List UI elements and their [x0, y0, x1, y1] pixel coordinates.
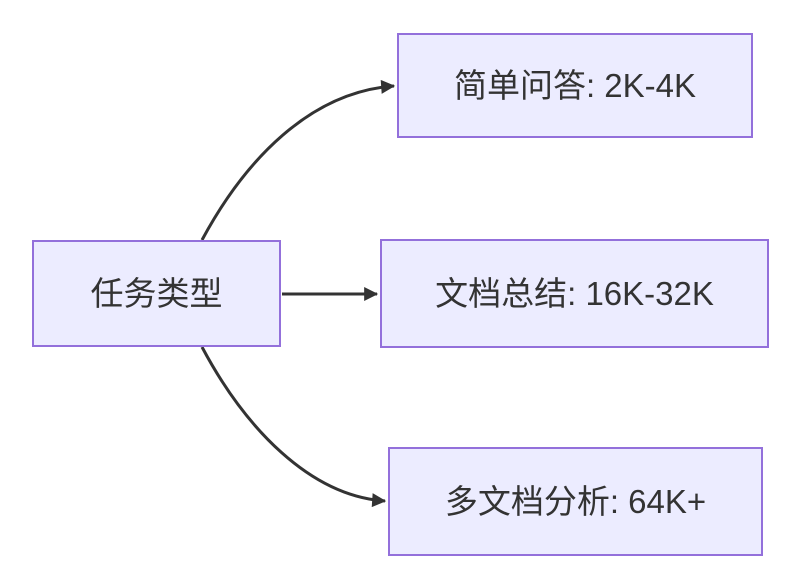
node-task-type-label: 任务类型: [90, 274, 223, 312]
node-task-type: 任务类型: [32, 240, 281, 347]
node-multi-doc-analysis-label: 多文档分析: 64K+: [444, 482, 707, 520]
node-doc-summary: 文档总结: 16K-32K: [380, 239, 769, 348]
node-simple-qa-label: 简单问答: 2K-4K: [453, 66, 697, 104]
edge-task-type-to-multi-doc-analysis: [200, 346, 387, 508]
edge-task-type-to-simple-qa: [200, 79, 396, 241]
node-simple-qa: 简单问答: 2K-4K: [397, 33, 753, 138]
node-doc-summary-label: 文档总结: 16K-32K: [435, 274, 714, 312]
node-multi-doc-analysis: 多文档分析: 64K+: [388, 447, 763, 556]
